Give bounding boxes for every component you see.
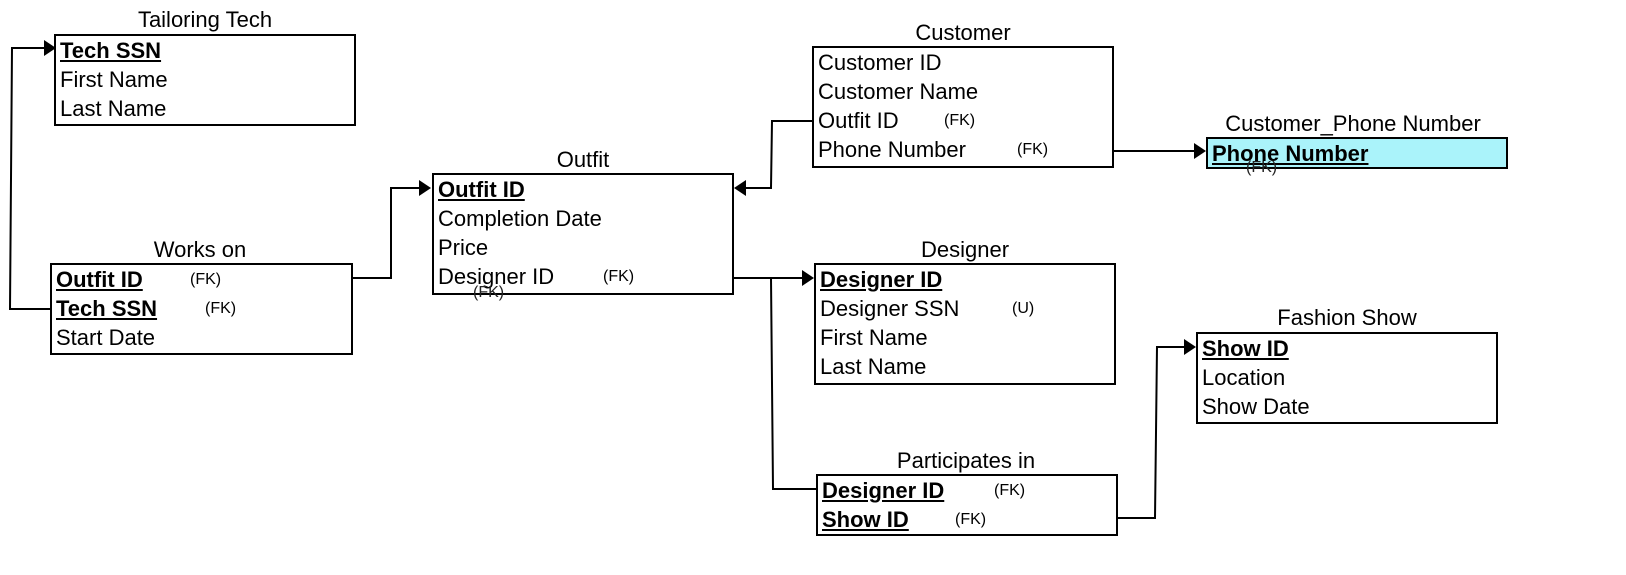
- entity-title-customer: Customer: [915, 20, 1011, 45]
- arrowhead-customer-phone: [1194, 143, 1206, 159]
- attribute-tech-ssn: Tech SSN: [56, 296, 158, 321]
- entity-customer: Customer ID Customer Name Outfit ID (FK)…: [812, 46, 1114, 168]
- attribute-show-date: Show Date: [1202, 394, 1310, 419]
- attribute-completion-date: Completion Date: [438, 206, 602, 231]
- attribute-outfit-id: Outfit ID: [438, 177, 525, 202]
- attribute-first-name: First Name: [820, 325, 928, 350]
- attribute-designer-id: Designer ID: [438, 264, 555, 289]
- entity-participates-in: Designer ID (FK) Show ID (FK): [816, 474, 1118, 536]
- entity-title-fashion-show: Fashion Show: [1277, 305, 1417, 330]
- fk-tag: (FK): [955, 511, 987, 528]
- attribute-last-name: Last Name: [60, 96, 167, 121]
- attribute-first-name: First Name: [60, 67, 168, 92]
- fk-tag: (FK): [1017, 141, 1049, 158]
- entity-tailoring-tech: Tech SSN First Name Last Name: [54, 34, 356, 126]
- overlapping-fk-tag: (FK): [1246, 159, 1278, 176]
- entity-customer-phone: Phone Number: [1206, 137, 1508, 169]
- fk-tag: (FK): [994, 482, 1026, 499]
- attribute-customer-name: Customer Name: [818, 79, 979, 104]
- arrowhead-designer: [802, 270, 814, 286]
- fk-tag: (FK): [190, 271, 222, 288]
- entity-title-participates-in: Participates in: [896, 448, 1036, 473]
- attribute-phone-number: Phone Number: [1212, 141, 1369, 166]
- attribute-show-id: Show ID: [1202, 336, 1289, 361]
- fk-tag: (FK): [205, 300, 237, 317]
- arrowhead-fashion-show: [1184, 339, 1196, 355]
- attribute-outfit-id: Outfit ID: [56, 267, 143, 292]
- arrowhead-tailoring-tech: [44, 40, 56, 56]
- attribute-show-id: Show ID: [822, 507, 909, 532]
- entity-title-tailoring-tech: Tailoring Tech: [137, 7, 273, 32]
- attribute-price: Price: [438, 235, 489, 260]
- attribute-designer-id: Designer ID: [820, 267, 943, 292]
- attribute-outfit-id: Outfit ID: [818, 108, 899, 133]
- connector-participates-fashion-show: [1116, 346, 1186, 519]
- entity-designer: Designer ID Designer SSN (U) First Name …: [814, 263, 1116, 385]
- entity-title-designer: Designer: [920, 237, 1010, 262]
- entity-fashion-show: Show ID Location Show Date: [1196, 332, 1498, 424]
- entity-outfit: Outfit ID Completion Date Price Designer…: [432, 173, 734, 295]
- connector-works-on-outfit: [353, 187, 421, 279]
- entity-title-works-on: Works on: [153, 237, 247, 262]
- attribute-phone-number: Phone Number: [818, 137, 966, 162]
- attribute-start-date: Start Date: [56, 325, 156, 350]
- entity-works-on: Outfit ID (FK) Tech SSN (FK) Start Date: [50, 263, 353, 355]
- entity-title-customer-phone: Customer_Phone Number: [1225, 111, 1481, 136]
- connector-participates-designer: [770, 277, 816, 490]
- attribute-location: Location: [1202, 365, 1286, 390]
- arrowhead-outfit-right: [734, 180, 746, 196]
- attribute-tech-ssn: Tech SSN: [60, 38, 162, 63]
- unique-tag: (U): [1012, 300, 1035, 317]
- fk-tag: (FK): [944, 112, 976, 129]
- connector-works-on-tailoring-tech: [8, 47, 50, 310]
- attribute-last-name: Last Name: [820, 354, 927, 379]
- attribute-designer-id: Designer ID: [822, 478, 945, 503]
- fk-tag: (FK): [603, 268, 635, 285]
- arrowhead-outfit-left: [419, 180, 431, 196]
- connector-customer-outfit: [745, 120, 812, 189]
- attribute-designer-ssn: Designer SSN: [820, 296, 960, 321]
- overlapping-fk-tag: (FK): [473, 284, 505, 301]
- attribute-customer-id: Customer ID: [818, 50, 942, 75]
- entity-title-outfit: Outfit: [556, 147, 610, 172]
